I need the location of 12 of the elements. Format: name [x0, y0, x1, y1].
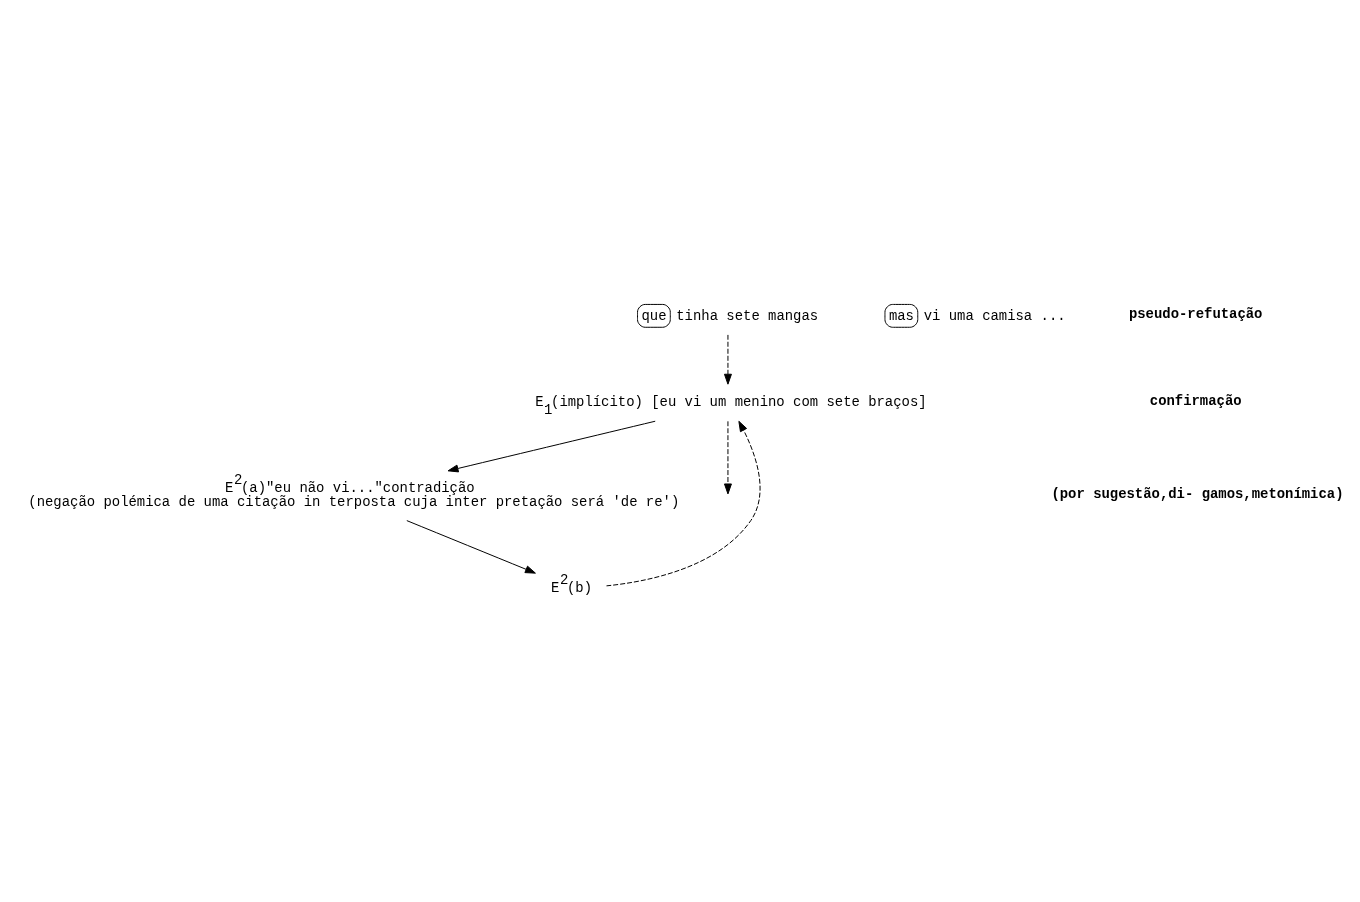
label: (por sugestão,di- gamos,metonímica)	[1051, 485, 1344, 502]
arrow	[447, 420, 656, 472]
arrow	[406, 519, 536, 574]
label: confirmação	[1149, 392, 1242, 409]
node-label: tinha sete mangas	[676, 307, 819, 324]
label: pseudo-refutação	[1128, 305, 1263, 322]
arrow	[723, 333, 732, 385]
arrow	[606, 420, 761, 586]
node-box: que	[637, 303, 671, 328]
arrow	[723, 420, 732, 494]
node-label: vi uma camisa ...	[923, 307, 1066, 324]
node-box: mas	[884, 303, 919, 328]
